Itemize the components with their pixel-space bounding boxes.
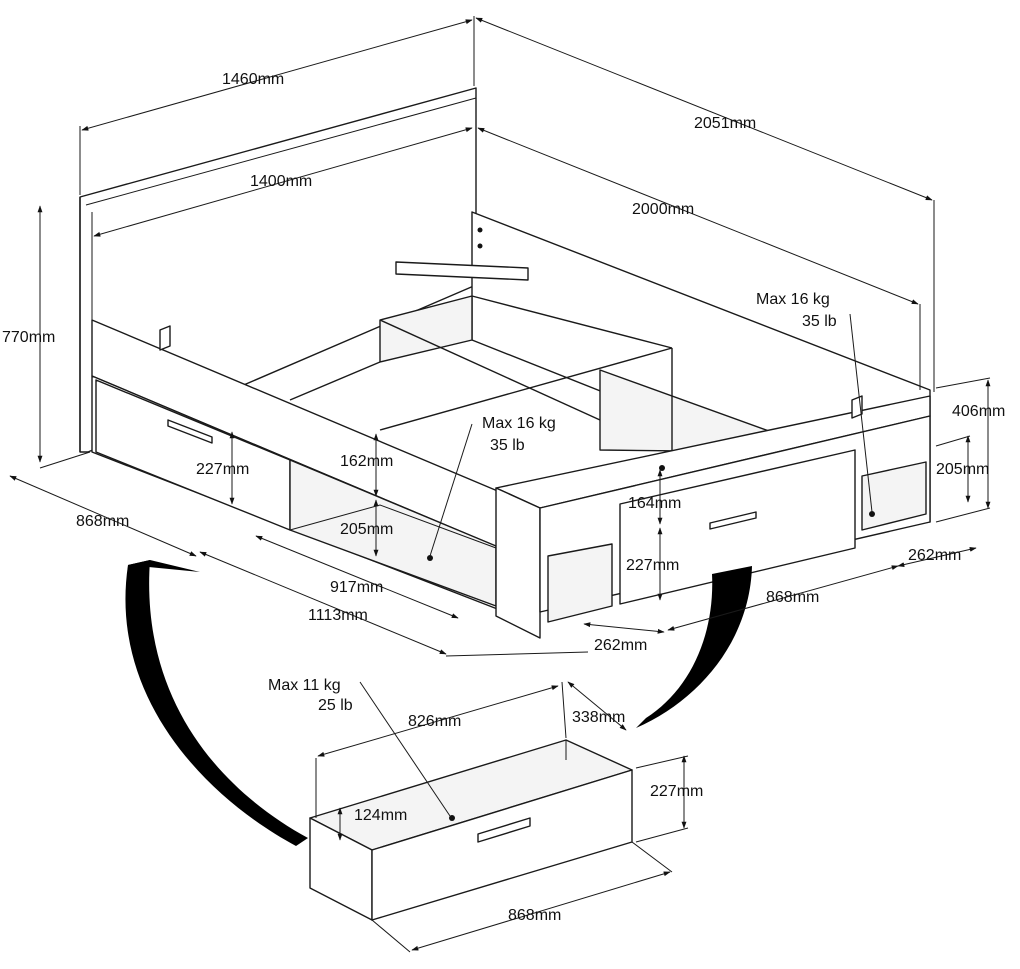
curved-arrow-left	[125, 560, 308, 846]
dim-line-right-drawer-width	[667, 565, 899, 631]
leader-compartment-load	[429, 423, 473, 557]
label-headboard-height: 770mm	[2, 329, 55, 346]
shelf-floor	[289, 504, 497, 549]
label-right-drawer-width: 868mm	[766, 589, 819, 606]
right-niche	[547, 543, 613, 623]
dim-line-section-length	[199, 551, 447, 655]
dim-line-end-niche	[897, 547, 977, 567]
dim-line-drawer-front-width	[411, 871, 671, 951]
head-bracket	[159, 325, 171, 351]
label-inner-length: 2000mm	[632, 201, 694, 218]
label-compartment-load-kg: Max 16 kg	[482, 415, 556, 432]
label-inner-width: 1400mm	[250, 173, 312, 190]
rail-bolt-hole	[477, 243, 483, 249]
label-right-drawer-height: 227mm	[626, 557, 679, 574]
label-overall-width: 1460mm	[222, 71, 284, 88]
compartment-wall-back	[379, 295, 473, 363]
dim-line-overall-length	[475, 17, 933, 201]
load-point-marker	[869, 511, 875, 517]
label-overall-length: 2051mm	[694, 115, 756, 132]
dimension-lines	[9, 16, 991, 953]
right-section-end	[495, 487, 541, 639]
drawer-drawing	[309, 739, 633, 921]
dim-line-inner-length	[477, 127, 919, 305]
label-drawer-inner-height: 124mm	[354, 807, 407, 824]
compartment-edge	[471, 295, 673, 349]
leader-drawer-load	[359, 681, 451, 817]
load-point-marker	[449, 815, 455, 821]
label-compartment-load-lb: 35 lb	[490, 437, 525, 454]
extension-line	[445, 651, 589, 657]
label-drawer-height: 227mm	[650, 783, 703, 800]
extension-line	[371, 841, 673, 953]
leader-end-load	[849, 313, 873, 513]
label-right-niche: 262mm	[594, 637, 647, 654]
center-divider-top	[379, 347, 673, 431]
label-end-niche: 262mm	[908, 547, 961, 564]
drawer-handle	[477, 817, 531, 843]
left-drawer-handle	[167, 419, 213, 444]
dim-line-overall-width	[81, 19, 473, 131]
dim-line-drawer-depth	[567, 681, 627, 731]
dimension-labels: 1460mm 1400mm 2051mm 2000mm 770mm Max 16…	[2, 71, 1005, 924]
dim-line-drawer-length	[317, 685, 559, 757]
extension-line	[79, 16, 475, 195]
label-right-shelf-top: 164mm	[628, 495, 681, 512]
curved-arrow-left-head	[128, 560, 200, 572]
compartment-edge	[379, 319, 601, 421]
label-left-drawer-height: 227mm	[196, 461, 249, 478]
extension-line	[935, 377, 991, 523]
label-end-frame: 205mm	[936, 461, 989, 478]
label-left-drawer-width: 868mm	[76, 513, 129, 530]
label-left-shelf-height: 205mm	[340, 521, 393, 538]
label-shelf-width: 917mm	[330, 579, 383, 596]
end-niche	[861, 461, 927, 531]
label-section-length: 1113mm	[308, 607, 368, 624]
floor-line	[39, 451, 91, 469]
right-drawer-handle	[709, 511, 757, 530]
label-drawer-front-width: 868mm	[508, 907, 561, 924]
dim-line-inner-width	[93, 127, 473, 237]
label-end-load-kg: Max 16 kg	[756, 291, 830, 308]
label-drawer-length: 826mm	[408, 713, 461, 730]
bed-drawing	[39, 87, 931, 639]
dim-line-right-niche	[583, 622, 665, 634]
label-end-height: 406mm	[952, 403, 1005, 420]
rail-bolt-hole	[477, 227, 483, 233]
label-end-load-lb: 35 lb	[802, 313, 837, 330]
label-drawer-depth: 338mm	[572, 709, 625, 726]
label-drawer-load-kg: Max 11 kg	[268, 677, 341, 694]
label-left-shelf-top: 162mm	[340, 453, 393, 470]
dim-line-left-drawer-width	[9, 475, 197, 557]
extension-line	[635, 755, 689, 843]
base-edge	[289, 361, 381, 401]
extension-line	[315, 681, 567, 818]
label-drawer-load-lb: 25 lb	[318, 697, 353, 714]
